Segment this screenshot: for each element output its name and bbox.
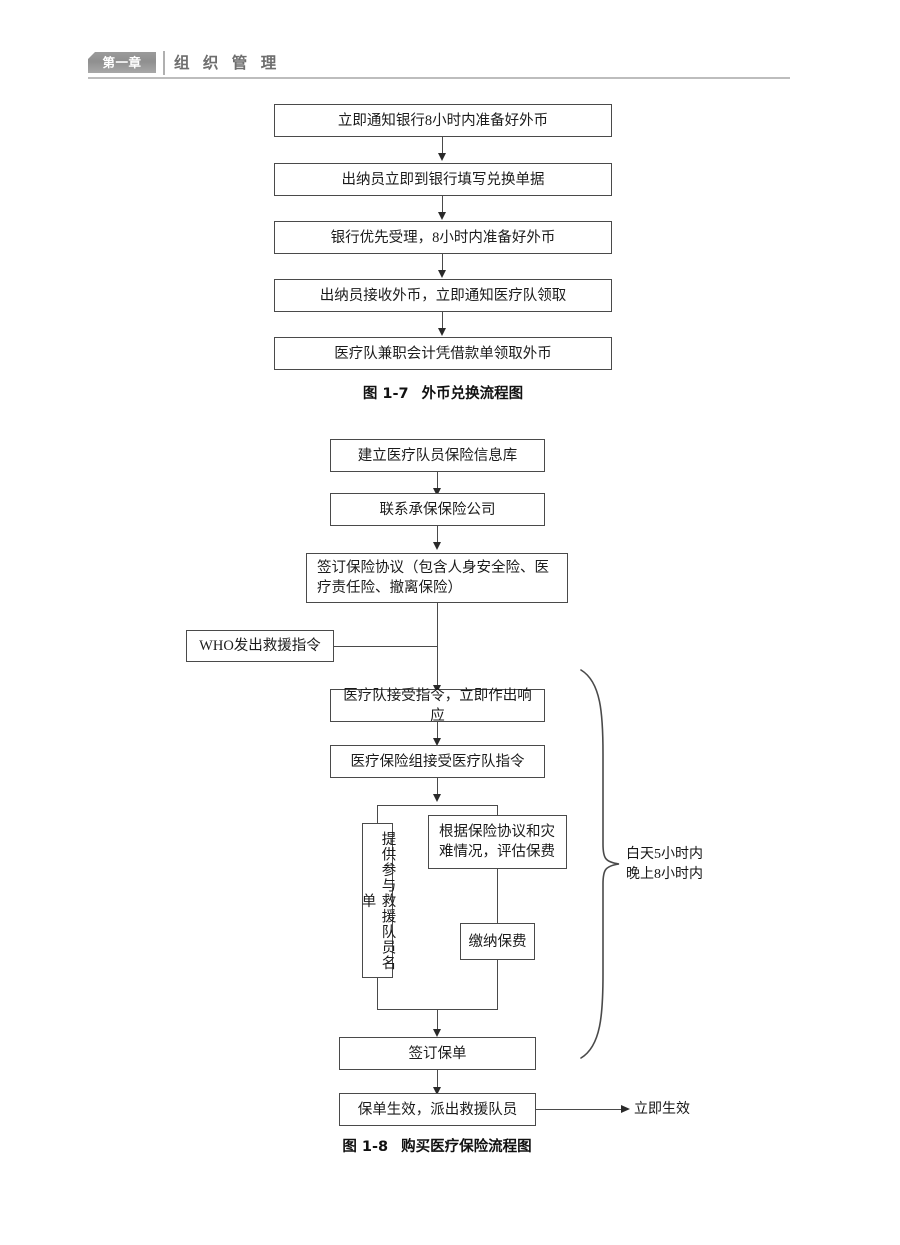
connector-m7-m8 xyxy=(497,869,499,923)
flow-node-n1: 立即通知银行8小时内准备好外币 xyxy=(274,104,612,137)
flow-node-m6: 提供参与救援队员名单 xyxy=(360,823,396,978)
connector-m2-m3 xyxy=(437,526,439,544)
arrow-n4-n5 xyxy=(438,328,446,336)
connector-m9-m10 xyxy=(437,1070,439,1089)
connector-m10-effect xyxy=(536,1109,623,1111)
annotation-immediate-effect: 立即生效 xyxy=(634,1102,690,1117)
arrow-n2-n3 xyxy=(438,212,446,220)
page-footer: 6 xyxy=(0,1175,900,1215)
flow-node-m1: 建立医疗队员保险信息库 xyxy=(330,439,545,472)
arrow-m9-m10 xyxy=(433,1087,441,1095)
flow-node-m4: 医疗队接受指令，立即作出响应 xyxy=(330,688,545,724)
connector-m6-merge xyxy=(377,978,379,1010)
flow-node-m8: 缴纳保费 xyxy=(460,923,535,960)
connector-m3-m4 xyxy=(437,603,439,687)
figure-1-7-caption-text: 外币兑换流程图 xyxy=(421,386,524,402)
header-divider xyxy=(163,51,165,75)
flow-node-m9: 签订保单 xyxy=(339,1037,536,1070)
flow-node-m3: 签订保险协议（包含人身安全险、医疗责任险、撤离保险） xyxy=(306,553,568,603)
arrow-n1-n2 xyxy=(438,153,446,161)
split-left-drop xyxy=(377,805,379,823)
flow-node-who: WHO发出救援指令 xyxy=(186,630,334,662)
timing-brace-icon xyxy=(580,669,620,1059)
flow-node-n3: 银行优先受理，8小时内准备好外币 xyxy=(274,221,612,254)
connector-m5-split xyxy=(437,778,439,796)
flow-node-n4: 出纳员接收外币，立即通知医疗队领取 xyxy=(274,279,612,312)
connector-m4-m5 xyxy=(437,722,439,740)
figure-1-7-caption: 图 1-7 外币兑换流程图 xyxy=(274,382,612,403)
flow-node-n5: 医疗队兼职会计凭借款单领取外币 xyxy=(274,337,612,370)
flow-node-m10: 保单生效，派出救援队员 xyxy=(339,1093,536,1126)
flow-node-m5: 医疗保险组接受医疗队指令 xyxy=(330,745,545,778)
arrow-m4-m5 xyxy=(433,738,441,746)
figure-1-8-caption-text: 购买医疗保险流程图 xyxy=(401,1139,532,1155)
connector-m8-merge xyxy=(497,960,499,1010)
arrow-n3-n4 xyxy=(438,270,446,278)
chapter-tag: 第一章 xyxy=(88,52,156,73)
annotation-timing: 白天5小时内 晚上8小时内 xyxy=(626,847,703,883)
connector-n3-n4 xyxy=(442,254,444,272)
connector-n2-n3 xyxy=(442,196,444,214)
flow-node-m7: 根据保险协议和灾难情况，评估保费 xyxy=(428,815,567,869)
figure-1-8-caption: 图 1-8 购买医疗保险流程图 xyxy=(306,1135,568,1156)
arrow-m2-m3 xyxy=(433,542,441,550)
header-rule xyxy=(88,77,790,79)
connector-n4-n5 xyxy=(442,312,444,330)
connector-who-main xyxy=(334,646,438,648)
page-header: 第一章 组 织 管 理 xyxy=(0,0,900,90)
connector-merge-m9 xyxy=(437,1009,439,1031)
connector-n1-n2 xyxy=(442,137,444,155)
connector-m1-m2 xyxy=(437,472,439,490)
figure-1-7-caption-label: 图 1-7 xyxy=(362,386,409,402)
split-right-drop xyxy=(497,805,499,815)
arrow-merge-m9 xyxy=(433,1029,441,1037)
flow-node-n2: 出纳员立即到银行填写兑换单据 xyxy=(274,163,612,196)
arrow-m10-effect xyxy=(621,1105,630,1113)
arrow-m5-split xyxy=(433,794,441,802)
flow-node-m2: 联系承保保险公司 xyxy=(330,493,545,526)
figure-1-8-caption-label: 图 1-8 xyxy=(342,1139,389,1155)
chapter-title: 组 织 管 理 xyxy=(174,54,281,72)
split-bus xyxy=(377,805,498,807)
arrow-m1-m2 xyxy=(433,488,441,496)
